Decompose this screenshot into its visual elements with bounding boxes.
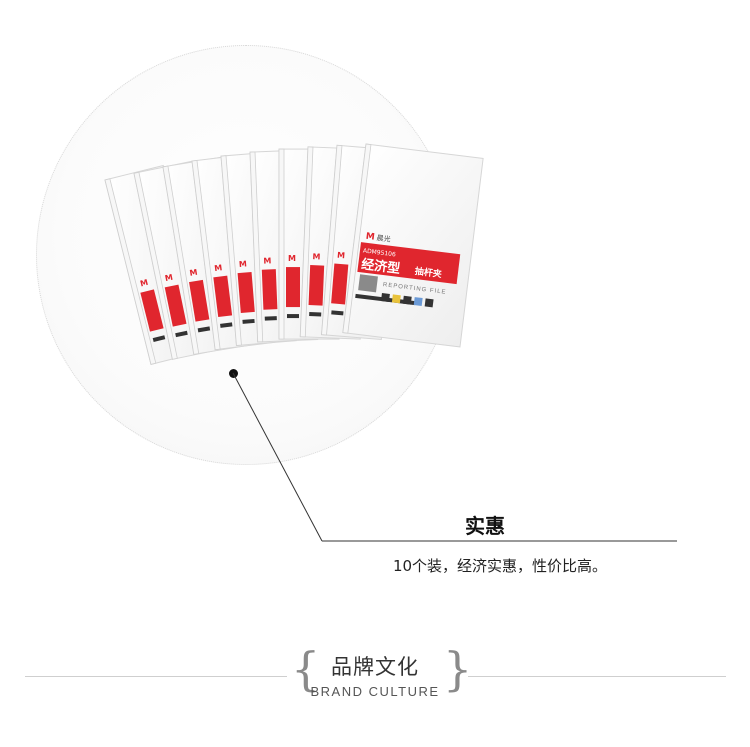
swatch [380, 293, 390, 302]
brace-right-icon: } [443, 642, 473, 696]
divider-left [25, 676, 287, 677]
divider-right [468, 676, 726, 677]
brand-mark: M [139, 278, 149, 289]
brand-mark: M [214, 263, 223, 273]
brand-mark: M [164, 273, 174, 283]
brand-name: 晨光 [376, 233, 391, 244]
model-number: ADM95106 [363, 247, 397, 258]
brand-mark: M [337, 251, 346, 261]
brand-title-en: BRAND CULTURE [310, 684, 440, 699]
swatch [391, 294, 401, 304]
brand-title-cn: 品牌文化 [331, 655, 419, 679]
brand-mark: M [263, 256, 271, 265]
callout-dot [229, 369, 238, 378]
product-name-suffix: 抽杆夹 [414, 265, 442, 280]
callout-description: 10个装，经济实惠，性价比高。 [392, 557, 608, 575]
callout-title: 实惠 [465, 514, 505, 538]
brand-mark: M [288, 254, 296, 263]
brand-mark: M [189, 268, 198, 278]
brand-mark: M [312, 252, 320, 261]
swatch [413, 297, 423, 306]
swatch [424, 298, 434, 308]
brand-mark: M [365, 232, 375, 243]
product-name: 经济型 [360, 256, 401, 277]
brace-left-icon: { [291, 642, 321, 696]
swatch [402, 295, 412, 305]
brand-mark: M [239, 259, 248, 269]
